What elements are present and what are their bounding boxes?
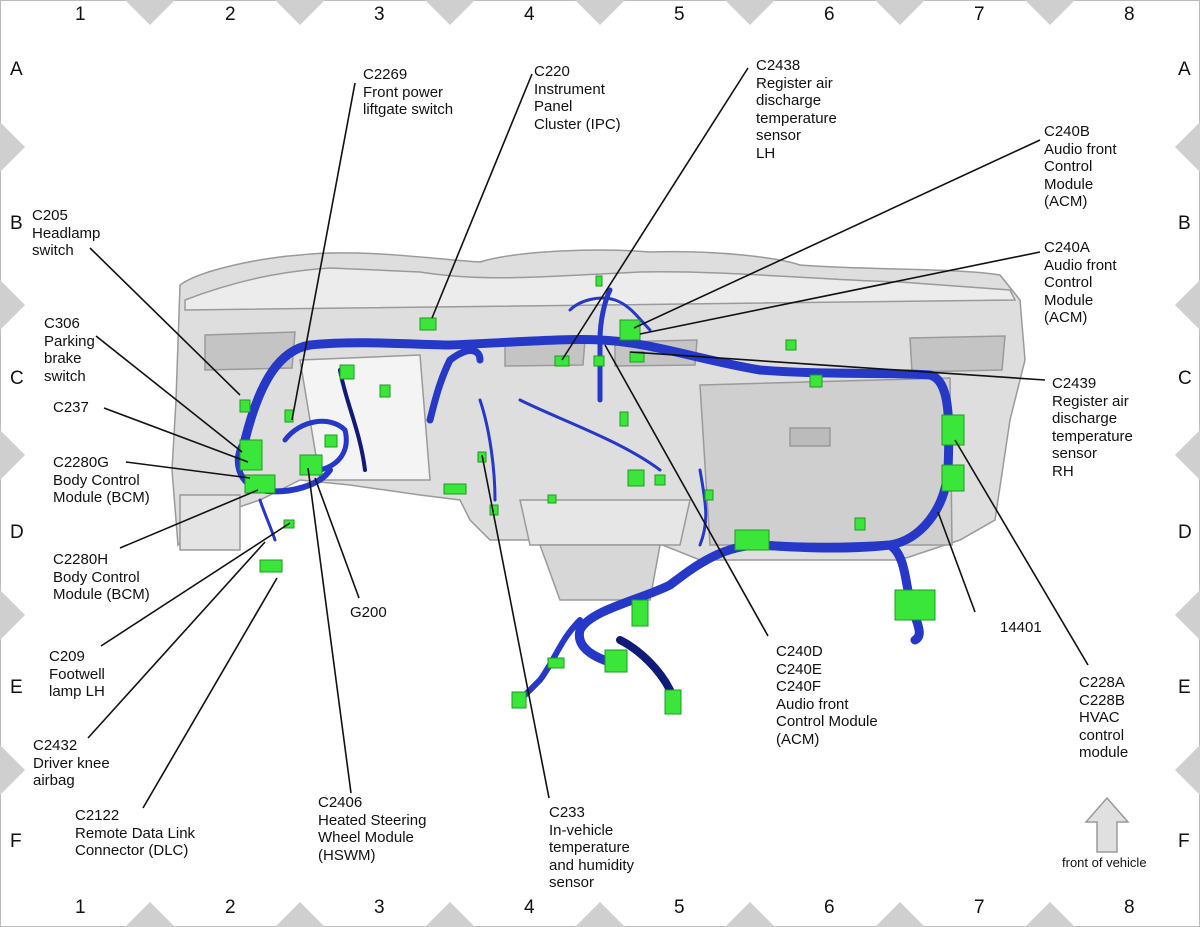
grid-row-D-left: D <box>10 522 24 543</box>
callout-c2432: C2432 Driver knee airbag <box>33 737 110 789</box>
connectors <box>239 275 965 715</box>
grid-col-6-bottom: 6 <box>824 897 835 918</box>
grid-col-7-bottom: 7 <box>974 897 985 918</box>
grid-col-5-top: 5 <box>674 4 685 25</box>
grid-col-4-top: 4 <box>524 4 535 25</box>
grid-row-F-right: F <box>1178 831 1190 852</box>
grid-col-2-bottom: 2 <box>225 897 236 918</box>
callout-c2122: C2122 Remote Data Link Connector (DLC) <box>75 807 196 859</box>
grid-col-1-bottom: 1 <box>75 897 86 918</box>
callout-c233: C233 In-vehicle temperature and humidity… <box>549 804 635 891</box>
grid-row-A-right: A <box>1178 59 1191 80</box>
grid-col-5-bottom: 5 <box>674 897 685 918</box>
grid-row-C-right: C <box>1178 368 1192 389</box>
callout-c228ab: C228A C228B HVAC control module <box>1079 674 1129 761</box>
grid-col-7-top: 7 <box>974 4 985 25</box>
grid-row-C-left: C <box>10 368 24 389</box>
grid-col-4-bottom: 4 <box>524 897 535 918</box>
grid-col-6-top: 6 <box>824 4 835 25</box>
callout-c209: C209 Footwell lamp LH <box>49 648 105 700</box>
callout-c306: C306 Parking brake switch <box>44 315 95 385</box>
callout-c237: C237 <box>53 399 89 416</box>
callout-c2280g: C2280G Body Control Module (BCM) <box>53 454 150 506</box>
grid-row-B-right: B <box>1178 213 1191 234</box>
callout-c2406: C2406 Heated Steering Wheel Module (HSWM… <box>318 794 427 864</box>
grid-col-2-top: 2 <box>225 4 236 25</box>
front-arrow-icon <box>1084 796 1130 853</box>
grid-col-8-bottom: 8 <box>1124 897 1135 918</box>
grid-row-F-left: F <box>10 831 22 852</box>
grid-col-1-top: 1 <box>75 4 86 25</box>
grid-row-E-left: E <box>10 677 23 698</box>
callout-c2438: C2438 Register air discharge temperature… <box>756 57 837 162</box>
callout-c220: C220 Instrument Panel Cluster (IPC) <box>534 63 621 133</box>
grid-row-E-right: E <box>1178 677 1191 698</box>
grid-row-A-left: A <box>10 59 23 80</box>
front-of-vehicle-label: front of vehicle <box>1062 855 1147 870</box>
callout-c240def: C240D C240E C240F Audio front Control Mo… <box>776 643 878 748</box>
grid-col-3-top: 3 <box>374 4 385 25</box>
callout-g200: G200 <box>350 604 387 621</box>
callout-c2280h: C2280H Body Control Module (BCM) <box>53 551 150 603</box>
grid-row-D-right: D <box>1178 522 1192 543</box>
callout-c205: C205 Headlamp switch <box>32 207 101 259</box>
callout-c240a: C240A Audio front Control Module (ACM) <box>1044 239 1117 326</box>
leader-lines <box>87 67 1089 809</box>
grid-row-B-left: B <box>10 213 23 234</box>
callout-14401: 14401 <box>1000 619 1042 636</box>
callout-c2439: C2439 Register air discharge temperature… <box>1052 375 1133 480</box>
callout-c240b: C240B Audio front Control Module (ACM) <box>1044 123 1117 210</box>
grid-col-8-top: 8 <box>1124 4 1135 25</box>
callout-c2269: C2269 Front power liftgate switch <box>363 66 454 118</box>
grid-col-3-bottom: 3 <box>374 897 385 918</box>
